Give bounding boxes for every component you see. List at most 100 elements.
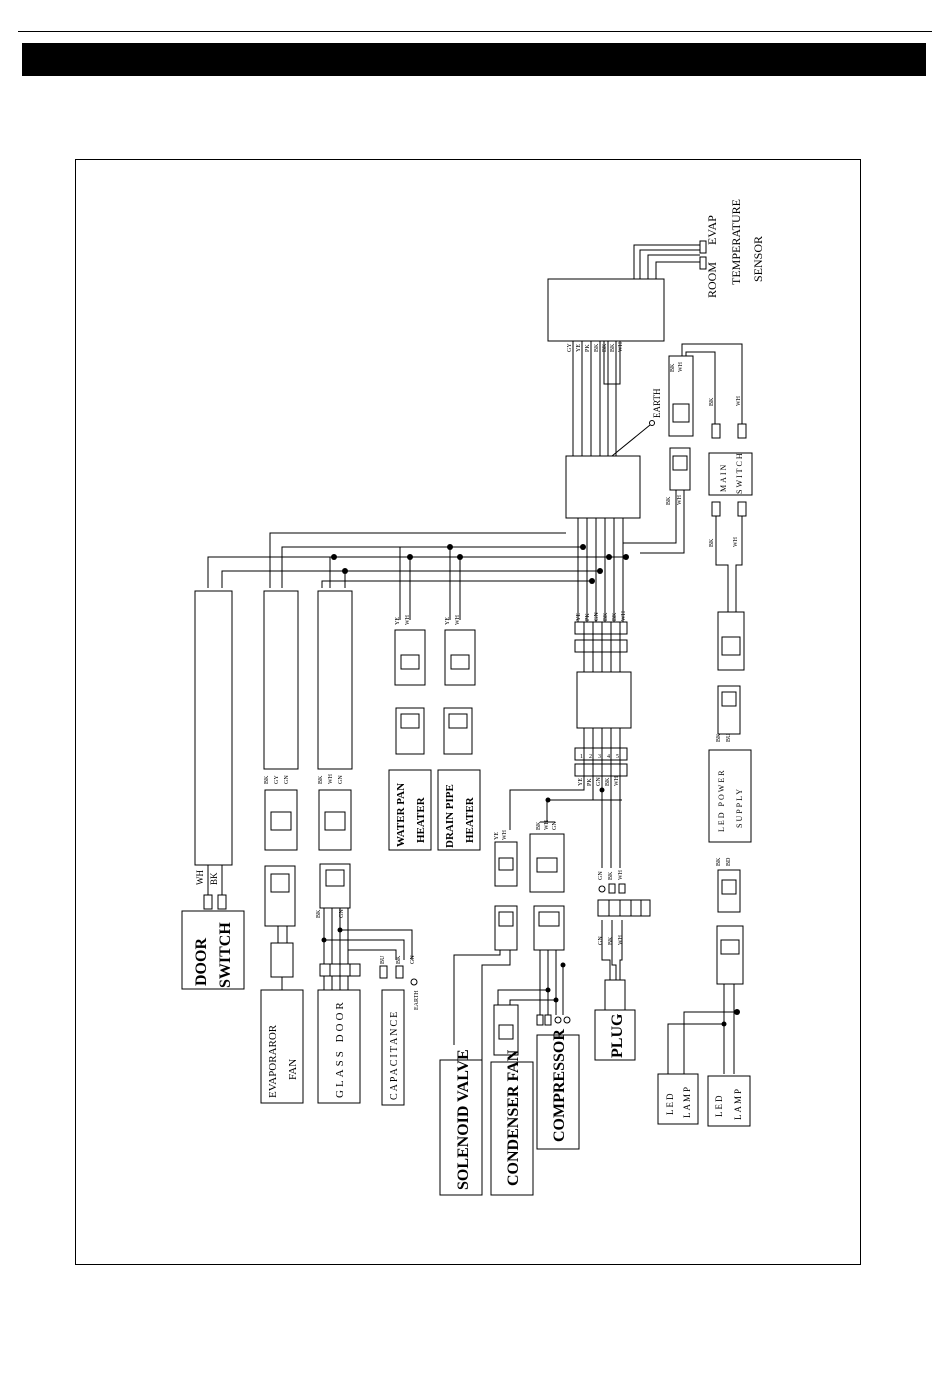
svg-text:SWITCH: SWITCH	[735, 451, 744, 494]
heater-codes: YE WH YE WH	[395, 614, 461, 625]
svg-text:CONDENSER FAN: CONDENSER FAN	[505, 1049, 522, 1186]
svg-text:2: 2	[589, 754, 592, 760]
earth-terminal	[649, 420, 655, 426]
door-switch-label-1: DOOR	[193, 938, 210, 986]
evap-sensor-label: EVAP	[705, 215, 719, 245]
main-controller-box	[547, 278, 665, 342]
plug-box	[594, 1009, 636, 1061]
condenser-plug	[498, 1024, 514, 1040]
main-switch-box	[708, 452, 753, 496]
svg-text:WH: WH	[621, 610, 627, 621]
svg-text:WH: WH	[455, 614, 461, 625]
main-switch-lower-leads	[715, 516, 743, 612]
svg-text:TEMPERATURE: TEMPERATURE	[729, 199, 743, 285]
upper-lead-codes: BK WH BK WH	[670, 361, 742, 406]
svg-text:4: 4	[607, 754, 610, 760]
cap-earth-label: EARTH	[414, 990, 420, 1010]
lower-terminal-box	[576, 671, 632, 729]
led-power-supply-box	[708, 749, 752, 843]
svg-text:WH: WH	[678, 361, 684, 372]
lower-connector-codes: YE WH BK WH GN	[494, 819, 558, 840]
svg-text:YE: YE	[578, 778, 584, 786]
solenoid-valve-label: SOLENOID VALVE	[455, 1049, 472, 1190]
svg-text:WH: WH	[677, 494, 683, 505]
room-sensor-probe	[699, 256, 707, 270]
svg-text:GN: GN	[284, 775, 290, 784]
glass-door-leads	[323, 908, 349, 964]
svg-text:WH: WH	[544, 819, 550, 830]
side-plug-body	[672, 455, 688, 471]
svg-text:BK: BK	[605, 777, 611, 786]
svg-text:BK: BK	[594, 343, 600, 352]
svg-text:BK: BK	[603, 612, 609, 621]
terminal-block-box	[565, 455, 641, 519]
svg-text:WH: WH	[614, 775, 620, 786]
glass-door-junction-1	[321, 937, 327, 943]
main-switch-upper-connector	[668, 355, 694, 437]
svg-text:LAMP: LAMP	[682, 1085, 692, 1118]
bk-lug-bottom	[711, 501, 721, 517]
condenser-fan-box	[490, 1061, 534, 1196]
plug-top-codes: GN BK WH	[598, 869, 624, 880]
glass-door-junction-2	[337, 927, 343, 933]
svg-text:WH: WH	[195, 870, 205, 885]
svg-text:BK: BK	[536, 821, 542, 830]
drain-pipe-label-1: DRAIN PIPE	[444, 784, 456, 848]
led-supply-upper-plug	[721, 691, 737, 707]
compressor-label: COMPRESSOR	[551, 1029, 568, 1142]
drain-plug-upper	[450, 654, 470, 670]
svg-text:YE: YE	[445, 617, 451, 625]
svg-text:5: 5	[616, 754, 619, 760]
svg-text:HEATER: HEATER	[415, 796, 427, 843]
evap-sensor-probe	[699, 240, 707, 254]
glass-door-terminal-strip	[319, 963, 361, 977]
svg-text:HEATER: HEATER	[464, 796, 476, 843]
svg-text:BK: BK	[709, 397, 715, 406]
water-pan-plug-upper	[400, 654, 420, 670]
svg-text:BK: BK	[318, 775, 324, 784]
sensor-label: SENSOR	[751, 236, 765, 282]
header-bar	[22, 43, 926, 76]
svg-text:GY: GY	[274, 775, 280, 784]
door-switch-codes: WH BK	[195, 870, 219, 885]
svg-text:ROOM: ROOM	[705, 262, 719, 298]
svg-text:BK: BK	[396, 955, 402, 964]
led-lamp-b-label-1: LED	[714, 1094, 724, 1118]
svg-text:BK: BK	[608, 871, 614, 880]
door-switch-leads	[207, 865, 223, 895]
svg-text:SOLENOID VALVE: SOLENOID VALVE	[455, 1049, 472, 1190]
bus-line-1	[207, 556, 626, 588]
sensor-leads	[633, 244, 700, 279]
water-pan-label-1: WATER PAN	[395, 783, 407, 847]
led-output-codes: BK BD	[716, 857, 732, 866]
compressor-lug-1	[536, 1014, 544, 1026]
cap-lug-1	[379, 965, 388, 979]
svg-text:WH: WH	[405, 614, 411, 625]
svg-text:BK: BK	[316, 909, 322, 918]
svg-text:PLUG: PLUG	[609, 1013, 626, 1058]
led-junction-1	[721, 1021, 727, 1027]
drain-plug-lower	[448, 713, 468, 729]
earth-wire	[611, 424, 651, 457]
svg-text:WH: WH	[736, 395, 742, 406]
svg-text:BK: BK	[608, 936, 614, 945]
capacitance-taps	[324, 929, 413, 960]
cap-codes: BU BK GN	[380, 955, 416, 964]
glass-door-codes: BK WH GN	[318, 773, 344, 784]
svg-text:BK: BK	[709, 538, 715, 547]
water-pan-feed-1	[399, 546, 583, 620]
terminal-strip-lower	[574, 747, 628, 777]
svg-text:BK: BK	[612, 612, 618, 621]
svg-text:LED POWER: LED POWER	[717, 768, 726, 832]
door-switch-label-2: SWITCH	[217, 922, 234, 988]
svg-text:WH: WH	[618, 341, 624, 352]
svg-text:GN: GN	[594, 612, 600, 621]
led-lamp-a-label-2: LAMP	[682, 1085, 692, 1118]
door-switch-lug-wh	[203, 894, 213, 910]
lower-junction-1	[545, 797, 551, 803]
bus-line-5	[321, 580, 592, 588]
terminal-down-wires	[577, 518, 624, 622]
plug-cord-wires	[601, 920, 623, 980]
plug-label: PLUG	[609, 1013, 626, 1058]
